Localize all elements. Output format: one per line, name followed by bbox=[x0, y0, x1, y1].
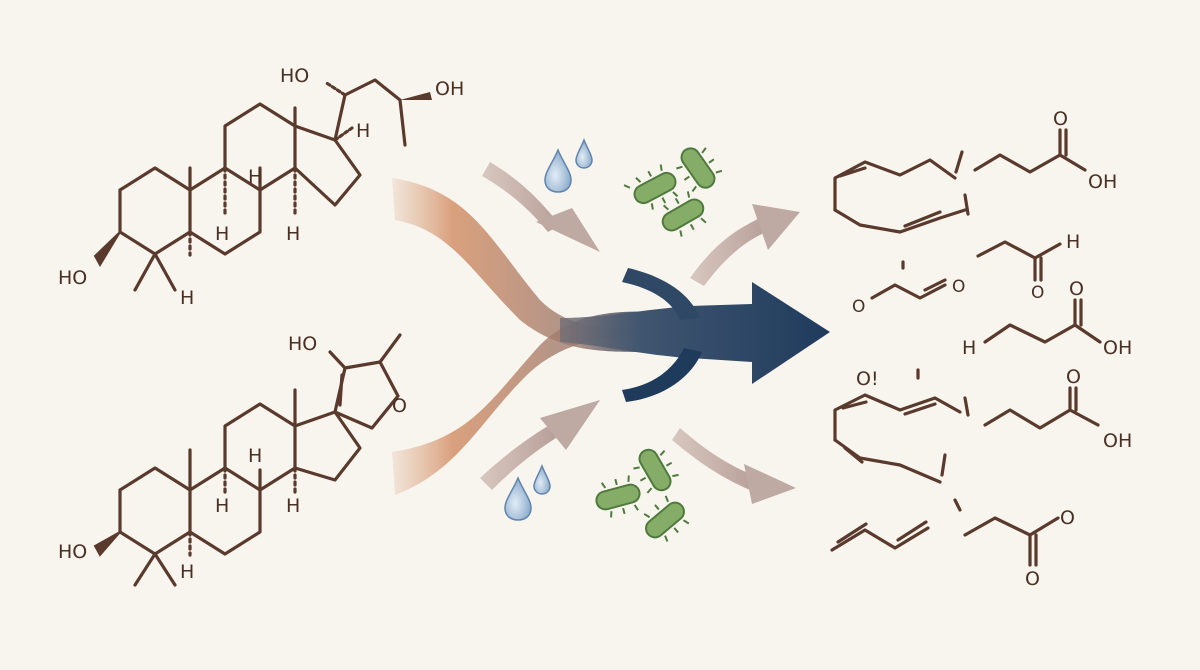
label-o: O bbox=[1060, 507, 1075, 529]
label-h: H bbox=[1066, 231, 1080, 253]
label-oh: OH bbox=[1103, 430, 1132, 452]
water-drops-bottom bbox=[504, 463, 551, 521]
bacteria-icon bbox=[676, 147, 723, 193]
bacteria-icon bbox=[643, 495, 690, 542]
product-unsaturated-chain: O! bbox=[833, 368, 970, 512]
label-o: O bbox=[852, 297, 865, 317]
flow-band-top bbox=[392, 178, 650, 352]
side-arrows bbox=[480, 162, 800, 504]
product-aldehyde: H O bbox=[976, 231, 1080, 303]
side-arrow-in-top bbox=[482, 162, 600, 252]
label-o: O bbox=[1069, 278, 1084, 300]
flow-band-bottom bbox=[392, 311, 650, 495]
label-oh: OH bbox=[435, 78, 464, 100]
main-arrow bbox=[560, 282, 830, 384]
product-ester: O O bbox=[963, 507, 1075, 590]
bacteria-bottom bbox=[595, 448, 690, 542]
side-arrow-out-bottom bbox=[672, 428, 796, 504]
bacteria-icon bbox=[595, 475, 641, 518]
label-ho: HO bbox=[288, 333, 317, 355]
product-fatty-acid-1: O OH bbox=[833, 108, 1117, 234]
products: O OH H O O O H O OH bbox=[830, 108, 1132, 590]
water-drop-icon bbox=[504, 476, 532, 521]
label-o: O bbox=[1053, 108, 1068, 130]
label-h: H bbox=[356, 120, 370, 142]
bacteria-icon bbox=[661, 191, 707, 237]
main-arrow-upper-stroke bbox=[622, 268, 700, 320]
main-arrow-lower-stroke bbox=[622, 348, 702, 402]
label-h: H bbox=[215, 223, 229, 245]
label-oh: OH bbox=[1088, 171, 1117, 193]
side-arrow-out-top bbox=[690, 204, 800, 286]
water-drop-icon bbox=[575, 137, 593, 169]
side-arrow-in-bottom bbox=[480, 400, 600, 490]
molecule-top-left: HO HO OH H H H H H bbox=[58, 65, 464, 309]
label-o: O bbox=[952, 277, 965, 297]
label-o: O bbox=[1025, 568, 1040, 590]
water-drop-icon bbox=[533, 463, 551, 495]
label-h: H bbox=[215, 495, 229, 517]
product-propanoic-acid: H O OH bbox=[962, 278, 1132, 359]
bacteria-icon bbox=[623, 164, 679, 210]
product-fatty-acid-2: O OH bbox=[983, 366, 1132, 452]
label-ho: HO bbox=[58, 267, 87, 289]
label-o: O! bbox=[856, 368, 879, 390]
label-h: H bbox=[248, 445, 262, 467]
label-h: H bbox=[286, 223, 300, 245]
label-ho: HO bbox=[280, 65, 309, 87]
product-alkene bbox=[830, 520, 930, 552]
label-ho: HO bbox=[58, 541, 87, 563]
label-h: H bbox=[962, 337, 976, 359]
label-o: O bbox=[1031, 283, 1044, 303]
water-drop-icon bbox=[544, 148, 572, 193]
product-small-ester: O O bbox=[852, 260, 965, 317]
molecule-bottom-left: HO HO O H H H H bbox=[58, 333, 407, 587]
label-o: O bbox=[392, 395, 407, 417]
bacteria-icon bbox=[633, 448, 679, 494]
bacteria-top bbox=[623, 147, 723, 237]
label-h: H bbox=[286, 495, 300, 517]
label-h: H bbox=[180, 287, 194, 309]
converging-flow bbox=[392, 178, 830, 495]
label-o: O bbox=[1066, 366, 1081, 388]
label-h: H bbox=[248, 166, 262, 188]
water-drops-top bbox=[544, 137, 593, 193]
label-h: H bbox=[180, 561, 194, 583]
label-oh: OH bbox=[1103, 337, 1132, 359]
